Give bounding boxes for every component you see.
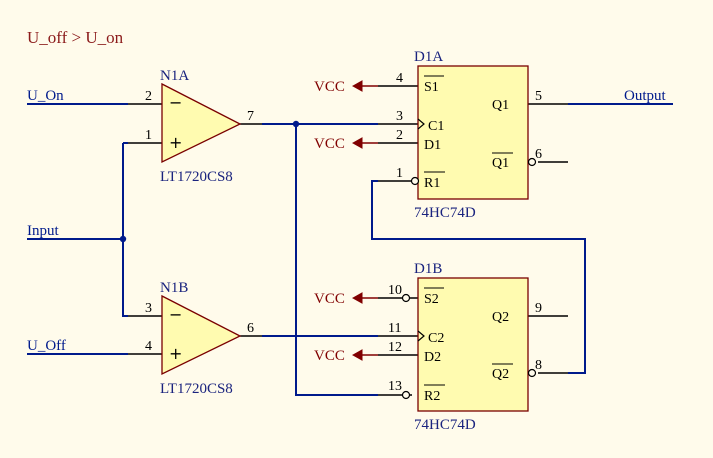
pin-stub	[378, 297, 418, 396]
pin-stub	[528, 103, 568, 163]
pin-stub	[528, 315, 568, 374]
pin-number: 2	[145, 89, 152, 104]
pin-number: 11	[388, 321, 401, 336]
flipflop-d1b: D1B 74HC74D S2 C2 D2 R2 Q2 Q2 10 11 12 1…	[378, 261, 568, 433]
junction-dot	[292, 120, 300, 128]
pin-number: 4	[396, 71, 403, 86]
set-label: S2	[424, 292, 439, 307]
inversion-bubble	[401, 390, 411, 400]
pin-number: 3	[145, 301, 152, 316]
pin-number: 8	[535, 358, 542, 373]
comparator-body	[161, 82, 242, 164]
vcc-port: VCC	[314, 136, 378, 152]
clock-symbol	[417, 118, 425, 130]
ref-label: N1A	[160, 68, 189, 84]
flipflop-body	[417, 277, 529, 412]
pin-number: 6	[247, 321, 254, 336]
vcc-port: VCC	[314, 79, 378, 95]
q-label: Q2	[492, 310, 509, 325]
pin-number: 3	[396, 109, 403, 124]
pin-number: 4	[145, 339, 152, 354]
pin-number: 12	[388, 340, 402, 355]
part-label: LT1720CS8	[160, 381, 233, 397]
data-label: D2	[424, 350, 441, 365]
wire-feedback	[371, 180, 586, 374]
pin-number: 1	[396, 166, 403, 181]
qn-label: Q1	[492, 156, 509, 171]
net-label-u-off: U_Off	[27, 338, 66, 354]
minus-symbol: −	[169, 93, 182, 112]
pin-number: 5	[535, 89, 542, 104]
data-label: D1	[424, 138, 441, 153]
q-label: Q1	[492, 98, 509, 113]
plus-symbol: +	[169, 133, 182, 152]
vcc-label: VCC	[314, 136, 345, 152]
net-label-input: Input	[27, 223, 59, 239]
pin-stub	[128, 103, 162, 144]
ref-label: D1B	[414, 261, 442, 277]
wires	[27, 103, 673, 396]
ref-label: D1A	[414, 49, 443, 65]
pin-number: 13	[388, 379, 402, 394]
flipflop-body	[417, 65, 529, 200]
qn-label: Q2	[492, 367, 509, 382]
inversion-bubble	[527, 368, 537, 378]
part-label: 74HC74D	[414, 205, 476, 221]
pin-number: 7	[247, 109, 254, 124]
part-label: LT1720CS8	[160, 169, 233, 185]
part-label: 74HC74D	[414, 417, 476, 433]
power-ports: VCC VCC VCC VCC	[314, 79, 378, 364]
pin-number: 6	[535, 147, 542, 162]
clock-label: C1	[428, 119, 444, 134]
pin-stub	[128, 315, 162, 355]
comparator-body	[161, 294, 242, 376]
wire-reset-d1b	[295, 124, 378, 396]
ref-label: N1B	[160, 280, 188, 296]
minus-symbol: −	[169, 305, 182, 324]
set-label: S1	[424, 80, 439, 95]
pin-number: 2	[396, 128, 403, 143]
vcc-port: VCC	[314, 291, 378, 307]
comparator-n1a: − + N1A LT1720CS8 2 1 7	[128, 68, 262, 185]
clock-symbol	[417, 330, 425, 342]
flipflop-d1a: D1A 74HC74D S1 C1 D1 R1 Q1 Q1 4 3 2 1 5 …	[378, 49, 568, 221]
vcc-label: VCC	[314, 291, 345, 307]
inversion-bubble	[401, 293, 411, 303]
vcc-port: VCC	[314, 348, 378, 364]
pin-number: 1	[145, 128, 152, 143]
net-label-output: Output	[624, 88, 667, 104]
net-label-u-on: U_On	[27, 88, 64, 104]
reset-label: R1	[424, 176, 440, 191]
inversion-bubble	[410, 176, 420, 186]
vcc-label: VCC	[314, 79, 345, 95]
title: U_off > U_on	[27, 28, 124, 47]
inversion-bubble	[527, 157, 537, 167]
vcc-label: VCC	[314, 348, 345, 364]
pin-number: 9	[535, 301, 542, 316]
junction-dot	[119, 235, 127, 243]
reset-label: R2	[424, 389, 440, 404]
pin-number: 10	[388, 283, 402, 298]
wire-input-trunk	[122, 143, 128, 317]
pin-stub	[378, 85, 418, 182]
comparator-n1b: − + N1B LT1720CS8 3 4 6	[128, 280, 262, 397]
clock-label: C2	[428, 331, 444, 346]
plus-symbol: +	[169, 344, 182, 363]
